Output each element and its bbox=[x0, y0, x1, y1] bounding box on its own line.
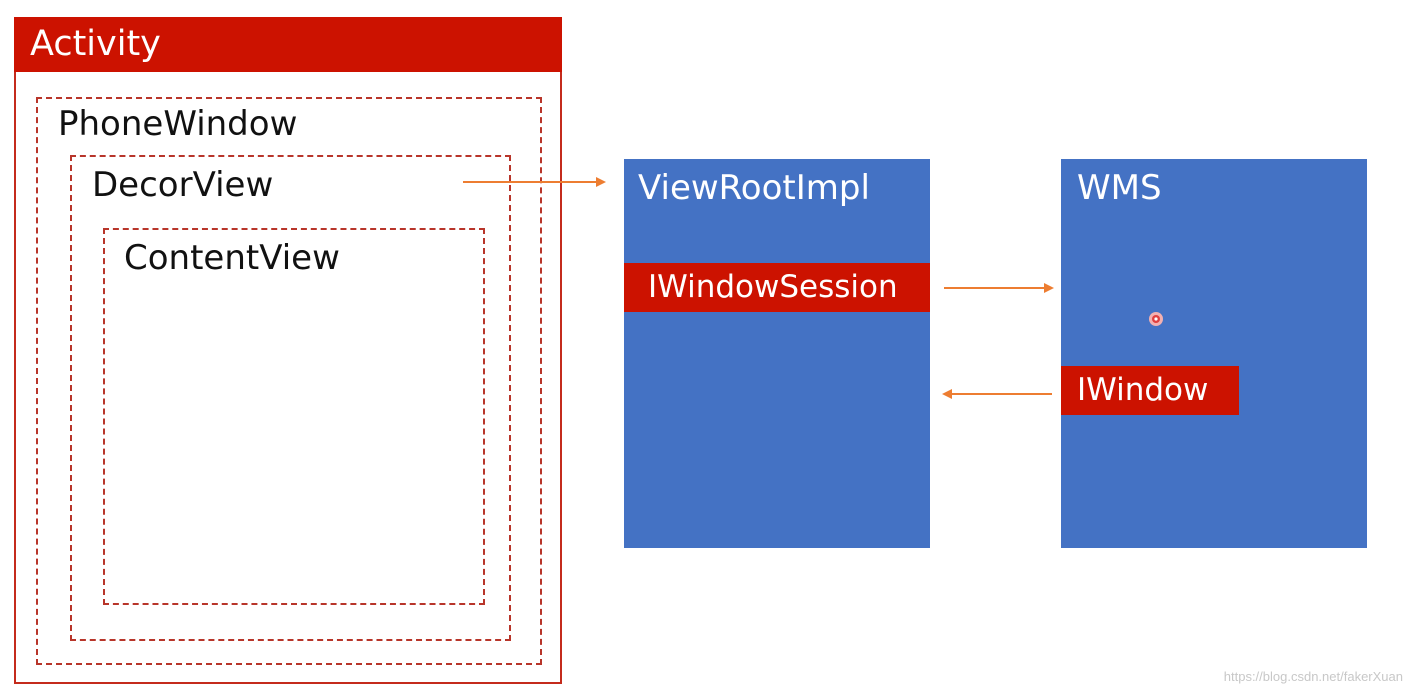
iwindow-bar: IWindow bbox=[1061, 366, 1239, 415]
iwindow-session-bar: IWindowSession bbox=[624, 263, 930, 312]
wms-box bbox=[1061, 159, 1367, 548]
decor-view-box bbox=[70, 155, 511, 641]
pointer-dot-icon bbox=[1149, 312, 1163, 326]
phone-window-label: PhoneWindow bbox=[58, 104, 298, 144]
watermark: https://blog.csdn.net/fakerXuan bbox=[1223, 669, 1403, 684]
activity-box bbox=[14, 72, 562, 684]
view-root-impl-title: ViewRootImpl bbox=[638, 168, 870, 208]
content-view-label: ContentView bbox=[124, 238, 340, 278]
wms-title: WMS bbox=[1077, 168, 1162, 208]
activity-title: Activity bbox=[14, 17, 562, 72]
phone-window-box bbox=[36, 97, 542, 665]
view-root-impl-box bbox=[624, 159, 930, 548]
decor-view-label: DecorView bbox=[92, 165, 274, 205]
content-view-box bbox=[103, 228, 485, 605]
